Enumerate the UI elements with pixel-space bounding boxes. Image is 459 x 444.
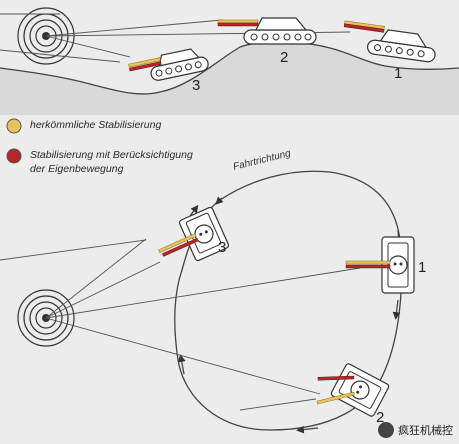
tank-3-bottom	[158, 206, 230, 262]
tank-3-bottom-label: 3	[218, 239, 226, 256]
terrain	[0, 41, 459, 115]
legend-swatch-conventional	[6, 118, 22, 134]
legend-label-own-motion-line2: der Eigenbewegung	[30, 163, 124, 175]
tank-1-top-label: 1	[394, 65, 402, 82]
tank-1-bottom	[345, 236, 415, 294]
drive-path	[174, 170, 403, 431]
bottom-scene: Fahrtrichtung 3	[0, 148, 426, 434]
legend-label-own-motion-line1: Stabilisierung mit Berücksichtigung	[30, 149, 193, 161]
legend	[6, 118, 22, 164]
top-scene: 3 2 1	[0, 7, 459, 115]
tank-2-top-label: 2	[280, 49, 288, 66]
tank-2-top	[217, 17, 317, 45]
tank-2-bottom-guns	[316, 375, 355, 405]
tank-1-bottom-label: 1	[418, 259, 426, 276]
tank-1-top	[343, 20, 436, 63]
wechat-icon	[378, 422, 394, 438]
tank-3-top	[128, 48, 209, 81]
legend-swatch-own-motion	[6, 148, 22, 164]
watermark: 疯狂机械控	[378, 422, 453, 438]
tank-2-bottom-label: 2	[376, 409, 384, 426]
watermark-text: 疯狂机械控	[398, 424, 453, 437]
target-bottom	[17, 289, 75, 347]
legend-label-conventional: herkömmliche Stabilisierung	[30, 119, 162, 131]
direction-label: Fahrtrichtung	[232, 148, 292, 173]
tank-3-top-label: 3	[192, 77, 200, 94]
bottom-sight-lines	[0, 238, 361, 411]
direction-arrows	[177, 196, 403, 434]
